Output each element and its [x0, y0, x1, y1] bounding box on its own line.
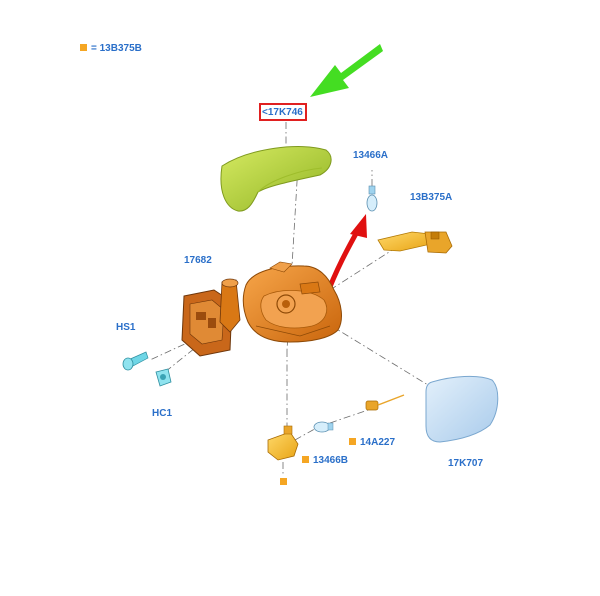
label-harness: 14A227: [360, 437, 396, 448]
red-arrow-icon: [323, 214, 367, 300]
label-bulb-top: 13466A: [353, 150, 389, 161]
label-screw: HS1: [116, 322, 136, 333]
legend-label: = 13B375B: [91, 43, 142, 54]
legend-swatch: [80, 44, 87, 51]
clip: [155, 368, 172, 387]
bulb-top: [366, 185, 378, 212]
legend-marker: [349, 438, 356, 445]
actuator: [181, 278, 241, 357]
label-bulb-bottom-row: 13466B: [302, 455, 348, 467]
wiring-harness: [365, 394, 405, 411]
label-actuator: 17682: [184, 255, 212, 266]
label-glass: 17K707: [448, 458, 484, 469]
bottom-lamp-socket: [267, 425, 299, 461]
label-bulb-bottom: 13466B: [313, 455, 349, 466]
mirror-cover: [220, 146, 332, 212]
callout-label: <17K746: [262, 107, 303, 118]
mirror-glass: [425, 375, 499, 443]
screw: [122, 351, 149, 371]
bulb-bottom: [313, 421, 334, 433]
legend-marker-socket: [280, 478, 287, 485]
green-arrow-icon: [310, 44, 383, 97]
label-harness-row: 14A227: [349, 437, 395, 449]
turn-signal-lamp: [377, 231, 453, 254]
label-turn-lamp: 13B375A: [410, 192, 453, 203]
legend: = 13B375B: [80, 43, 142, 55]
mirror-housing: [242, 261, 342, 343]
callout-box: [259, 103, 307, 121]
label-clip: HC1: [152, 408, 173, 419]
legend-marker: [302, 456, 309, 463]
